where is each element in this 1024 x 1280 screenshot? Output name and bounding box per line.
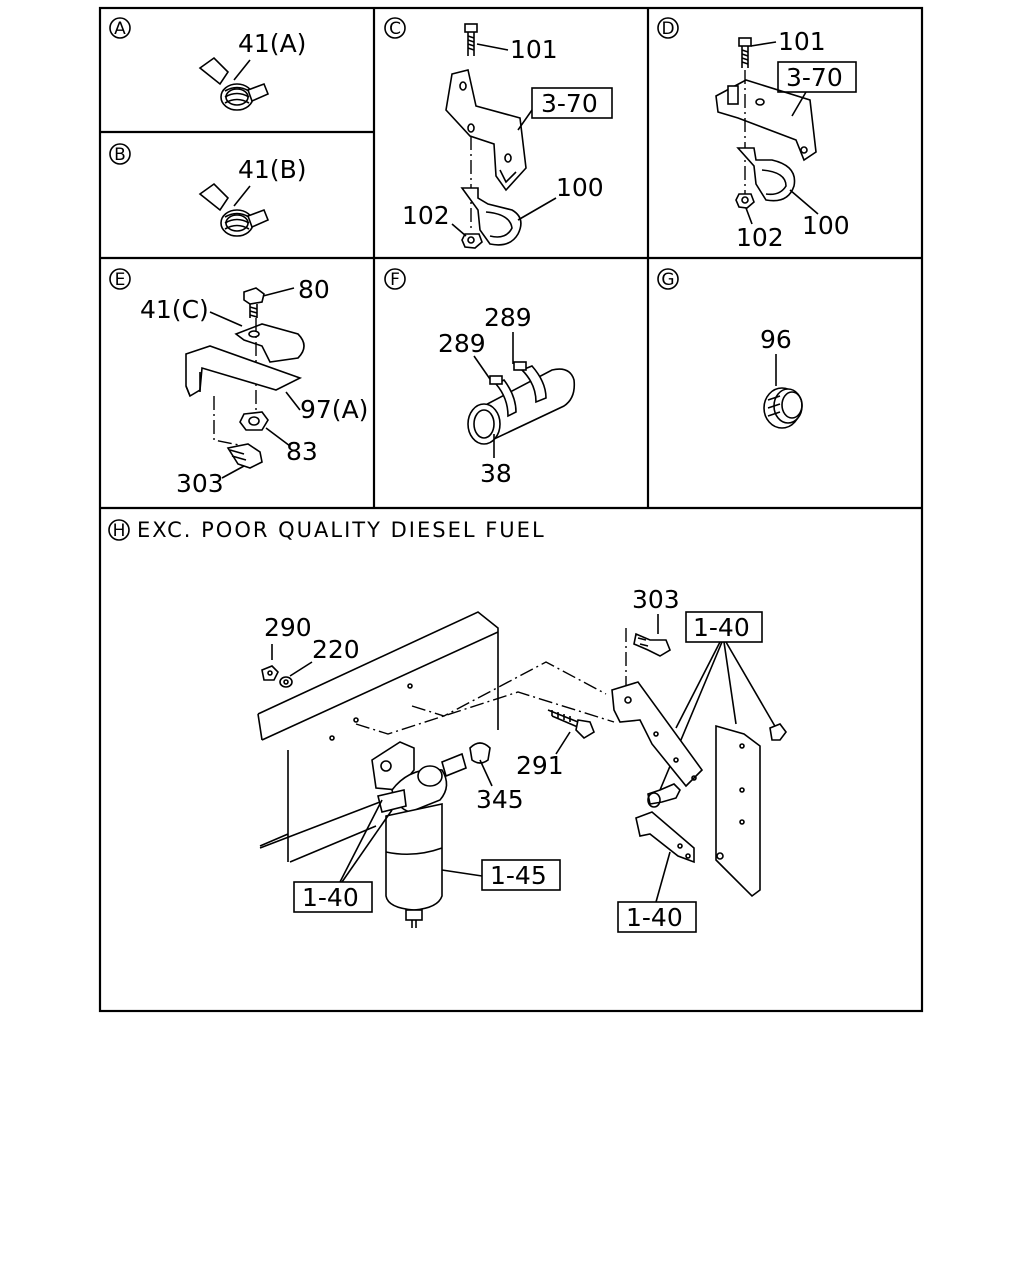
- nut-83: [239, 411, 269, 431]
- clip-100-c: [460, 187, 522, 246]
- label-145: 1-45: [490, 861, 547, 890]
- bracket-d: [715, 79, 817, 162]
- panel-f: F 289 289 38: [384, 268, 576, 488]
- panel-e-marker: E: [109, 268, 131, 290]
- ref-box-370-d: [777, 61, 857, 93]
- ref-box-140-bottom-right: [617, 901, 697, 933]
- bracket-c: [445, 69, 527, 192]
- clip-100-d: [736, 147, 796, 202]
- bolt-80: [243, 287, 295, 318]
- svg-text:B: B: [114, 145, 126, 165]
- hose-clamp-41a: [198, 56, 270, 111]
- label-303-e: 303: [176, 469, 224, 498]
- bolt-101-c: [464, 23, 509, 56]
- nut-102-c: [461, 233, 483, 249]
- svg-text:A: A: [114, 19, 126, 39]
- panel-g: G 96: [657, 268, 803, 429]
- label-41b: 41(B): [238, 155, 306, 184]
- label-291: 291: [516, 751, 564, 780]
- svg-text:C: C: [389, 19, 401, 39]
- clamp-41c: [234, 323, 305, 363]
- nut-102-d: [735, 193, 755, 209]
- label-220: 220: [312, 635, 360, 664]
- label-345: 345: [476, 785, 524, 814]
- label-100-c: 100: [556, 173, 604, 202]
- panel-f-marker: F: [384, 268, 406, 290]
- label-289-left: 289: [438, 329, 486, 358]
- hose-clamp-41b: [198, 182, 270, 237]
- label-102-c: 102: [402, 201, 450, 230]
- label-303-h: 303: [632, 585, 680, 614]
- panel-h-marker: H: [108, 519, 130, 541]
- hose-38: [467, 361, 576, 445]
- panel-e: E 80 41(C) 97(A) 83: [109, 268, 368, 498]
- label-38: 38: [480, 459, 512, 488]
- svg-text:F: F: [390, 270, 400, 290]
- label-101-d: 101: [778, 27, 826, 56]
- svg-text:D: D: [661, 19, 674, 39]
- panel-g-marker: G: [657, 268, 679, 290]
- label-289-top: 289: [484, 303, 532, 332]
- label-83: 83: [286, 437, 318, 466]
- panel-a: A 41(A): [109, 17, 306, 111]
- svg-text:E: E: [115, 270, 126, 290]
- label-100-d: 100: [802, 211, 850, 240]
- frame-rail: [257, 611, 499, 863]
- ref-box-145: [481, 859, 561, 891]
- panel-h: H EXC. POOR QUALITY DIESEL FUEL 290 220: [108, 518, 787, 933]
- label-41a: 41(A): [238, 29, 306, 58]
- panel-a-marker: A: [109, 17, 131, 39]
- label-80: 80: [298, 275, 330, 304]
- label-290: 290: [264, 613, 312, 642]
- bolt-101-d: [738, 37, 777, 68]
- label-140-bottom-right: 1-40: [626, 903, 683, 932]
- panel-h-title: EXC. POOR QUALITY DIESEL FUEL: [137, 518, 546, 542]
- label-96: 96: [760, 325, 792, 354]
- bolt-303-h: [633, 632, 671, 657]
- panel-d-marker: D: [657, 17, 679, 39]
- bolt-lower-h: [647, 783, 681, 808]
- grid-frame: [98, 6, 924, 1013]
- panel-c-marker: C: [384, 17, 406, 39]
- label-97a: 97(A): [300, 395, 368, 424]
- bolt-303-e: [226, 443, 263, 469]
- panel-d: D 101 3-70 100 102: [657, 17, 857, 252]
- panel-b-marker: B: [109, 143, 131, 165]
- fuel-filter-assembly: [371, 741, 491, 928]
- label-370-c: 3-70: [541, 89, 598, 118]
- washer-220: [279, 676, 293, 688]
- ref-box-370-c: [531, 87, 613, 119]
- svg-text:G: G: [661, 270, 674, 290]
- label-370-d: 3-70: [786, 63, 843, 92]
- svg-text:H: H: [113, 521, 126, 541]
- bracket-97a: [185, 345, 303, 398]
- label-41c: 41(C): [140, 295, 209, 324]
- nut-290: [261, 665, 279, 681]
- panel-b: B 41(B): [109, 143, 306, 237]
- ref-box-140-bottom-left: [293, 881, 373, 913]
- mounting-bracket-h: [611, 681, 787, 898]
- label-140-top: 1-40: [693, 613, 750, 642]
- panel-c: C 101 3-70 100 102: [384, 17, 613, 249]
- label-102-d: 102: [736, 223, 784, 252]
- label-101-c: 101: [510, 35, 558, 64]
- bolt-291: [547, 709, 595, 740]
- ring-96: [763, 387, 803, 429]
- label-140-bottom-left: 1-40: [302, 883, 359, 912]
